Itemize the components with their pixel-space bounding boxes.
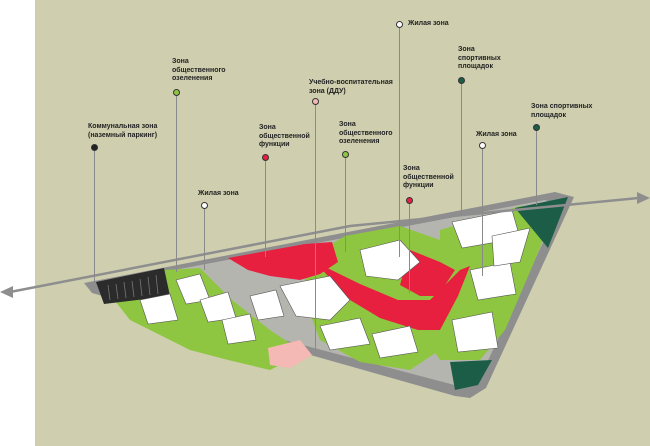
label-public-center: Зона общественной функции: [403, 165, 454, 189]
pin-line: [409, 203, 410, 293]
pin-line: [176, 96, 177, 272]
main-road: [9, 196, 639, 294]
sports-right-pin: [533, 124, 540, 131]
residential-left-pin: [201, 202, 208, 209]
label-residential-left: Жилая зона: [198, 190, 239, 197]
label-green-center: Зона общественного озеленения: [339, 121, 393, 145]
pin-line: [265, 161, 266, 257]
green-left-pin: [173, 89, 180, 96]
education-zone: [268, 340, 312, 368]
road-arrow-right: [637, 192, 650, 204]
label-public-left: Зона общественной функции: [259, 124, 310, 148]
pin-line: [345, 158, 346, 252]
label-residential-top: Жилая зона: [408, 20, 449, 27]
pin-line: [461, 83, 462, 216]
residential-buildings: [139, 209, 531, 359]
green-center-pin: [342, 151, 349, 158]
parking-stripes: [107, 274, 159, 301]
public-left-pin: [262, 154, 269, 161]
label-sports-top: Зона спортивных площадок: [458, 46, 501, 70]
public-zone-left: [228, 242, 338, 280]
road-arrow-left: [0, 286, 13, 298]
pin-line: [482, 148, 483, 276]
pin-line: [94, 150, 95, 282]
communal-pin: [91, 144, 98, 151]
label-residential-right: Жилая зона: [476, 131, 517, 138]
residential-top-pin: [396, 21, 403, 28]
sports-top-pin: [458, 77, 465, 84]
pin-line: [204, 208, 205, 270]
label-communal: Коммунальная зона (наземный паркинг): [88, 123, 158, 139]
education-pin: [312, 98, 319, 105]
public-center-pin: [406, 197, 413, 204]
pin-line: [315, 104, 316, 354]
sports-zone-bottom: [450, 360, 492, 390]
public-zone-center: [315, 262, 470, 330]
pin-line: [536, 130, 537, 205]
residential-right-pin: [479, 142, 486, 149]
label-education: Учебно-воспитательная зона (ДДУ): [309, 79, 393, 95]
label-green-left: Зона общественного озеленения: [172, 58, 226, 82]
label-sports-right: Зона спортивных площадок: [531, 103, 593, 119]
pin-line: [399, 27, 400, 257]
